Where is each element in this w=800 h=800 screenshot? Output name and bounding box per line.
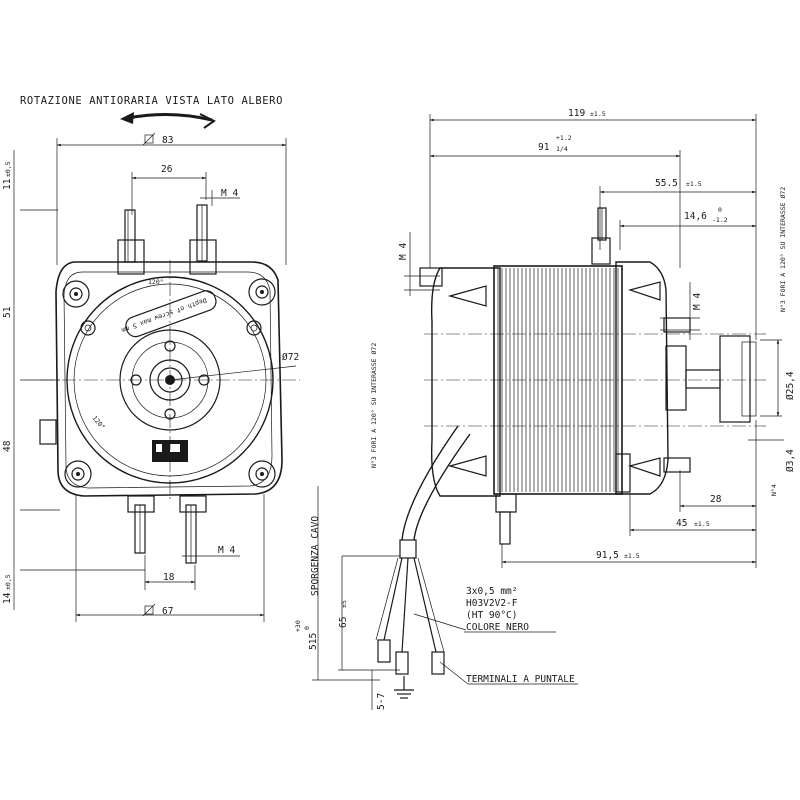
dim-top-flange: 83 bbox=[162, 135, 173, 146]
dim-14-6-tol-top: 0 bbox=[718, 206, 722, 214]
dim-45-tol: ±1.5 bbox=[694, 520, 710, 528]
cable-spec-3: (HT 90°C) bbox=[466, 610, 517, 621]
dim-65: 65 bbox=[338, 617, 349, 628]
dim-14-tol: ±0,5 bbox=[4, 574, 12, 590]
dim-45: 45 bbox=[676, 518, 687, 529]
dim-m4-right: M 4 bbox=[692, 293, 703, 310]
shaft bbox=[685, 369, 721, 389]
dim-3-4: Ø3,4 bbox=[785, 449, 796, 472]
dim-m4-left: M 4 bbox=[398, 243, 409, 260]
diameter-icon bbox=[144, 134, 154, 144]
dim-91-tol: +1.2 bbox=[556, 134, 572, 142]
top-stud bbox=[591, 237, 611, 265]
side-view: 119 ±1.5 91 +1.2 1/4 55.5 ±1.5 14,6 0 -1… bbox=[294, 108, 796, 710]
dim-14-6: 14,6 bbox=[684, 211, 707, 222]
terminals-label: TERMINALI A PUNTALE bbox=[466, 674, 575, 685]
note-holes-right: N°3 FORI A 120° SU INTERASSE Ø72 bbox=[779, 187, 787, 312]
cable-spec-4: COLORE NERO bbox=[466, 622, 529, 633]
bottom-terminals bbox=[127, 495, 207, 564]
dim-11-tol: ±0,5 bbox=[4, 161, 12, 177]
dim-11: 11 bbox=[2, 178, 13, 190]
flange-bracket bbox=[719, 335, 751, 423]
dim-91: 91 bbox=[538, 142, 550, 153]
diameter-icon bbox=[144, 605, 154, 615]
dim-91-5-tol: ±1.5 bbox=[624, 552, 640, 560]
angle-left: 120° bbox=[90, 414, 106, 431]
dim-14: 14 bbox=[2, 592, 13, 604]
screw-depth-label: Depth of screw max 5 mm bbox=[120, 290, 217, 338]
dim-48: 48 bbox=[2, 440, 13, 452]
angle-top: 120° bbox=[148, 278, 164, 286]
shaft-hub bbox=[665, 345, 687, 411]
dim-cable-length: 515 bbox=[308, 633, 319, 650]
dim-top-holes: 26 bbox=[161, 164, 173, 175]
dim-14-6-tol-bot: -1.2 bbox=[712, 216, 728, 224]
dim-cable-length-tol-top: +30 bbox=[294, 620, 302, 632]
corner-boss-br bbox=[248, 460, 276, 488]
dim-91-frac: 1/4 bbox=[556, 145, 568, 153]
dim-55-5: 55.5 bbox=[655, 178, 678, 189]
cable-spec-1: 3x0,5 mm² bbox=[466, 586, 517, 597]
front-view: ROTAZIONE ANTIORARIA VISTA LATO ALBERO 8… bbox=[2, 95, 300, 622]
dim-28: 28 bbox=[710, 494, 722, 505]
note-holes-left: N°3 FORI A 120° SU INTERASSE Ø72 bbox=[370, 343, 378, 468]
motor-side-body bbox=[419, 207, 757, 545]
cable-spec-2: H03V2V2-F bbox=[466, 598, 518, 609]
note-holes-n4: N°4 bbox=[770, 484, 778, 496]
bottom-stud bbox=[615, 453, 631, 493]
corner-boss-tr bbox=[248, 278, 276, 306]
dim-cable-length-tol-bot: 0 bbox=[303, 626, 311, 630]
ground-icon bbox=[394, 676, 414, 699]
corner-boss-tl bbox=[62, 280, 90, 308]
dim-65-tol: ±5 bbox=[340, 600, 348, 608]
dim-25-4: Ø25,4 bbox=[785, 371, 796, 400]
rotation-title: ROTAZIONE ANTIORARIA VISTA LATO ALBERO bbox=[20, 95, 283, 107]
cable-stub bbox=[39, 419, 57, 445]
dim-119-tol: ±1.5 bbox=[590, 110, 606, 118]
dim-55-5-tol: ±1.5 bbox=[686, 180, 702, 188]
dim-51: 51 bbox=[2, 306, 13, 318]
corner-boss-bl bbox=[64, 460, 92, 488]
dim-119: 119 bbox=[568, 108, 585, 119]
dim-bottom-flange: 67 bbox=[162, 606, 173, 617]
dim-m4-top: M 4 bbox=[221, 188, 238, 199]
rotation-arrow-icon bbox=[120, 112, 216, 129]
dim-bottom-holes: 18 bbox=[163, 572, 175, 583]
cable-label: SPORGENZA CAVO bbox=[310, 516, 321, 596]
dim-91-5: 91,5 bbox=[596, 550, 619, 561]
dim-diameter-72: Ø72 bbox=[282, 352, 299, 363]
power-cable bbox=[375, 425, 471, 699]
dim-m4-bottom: M 4 bbox=[218, 545, 235, 556]
top-terminals bbox=[117, 204, 217, 275]
dim-5-7: 5-7 bbox=[376, 693, 387, 710]
